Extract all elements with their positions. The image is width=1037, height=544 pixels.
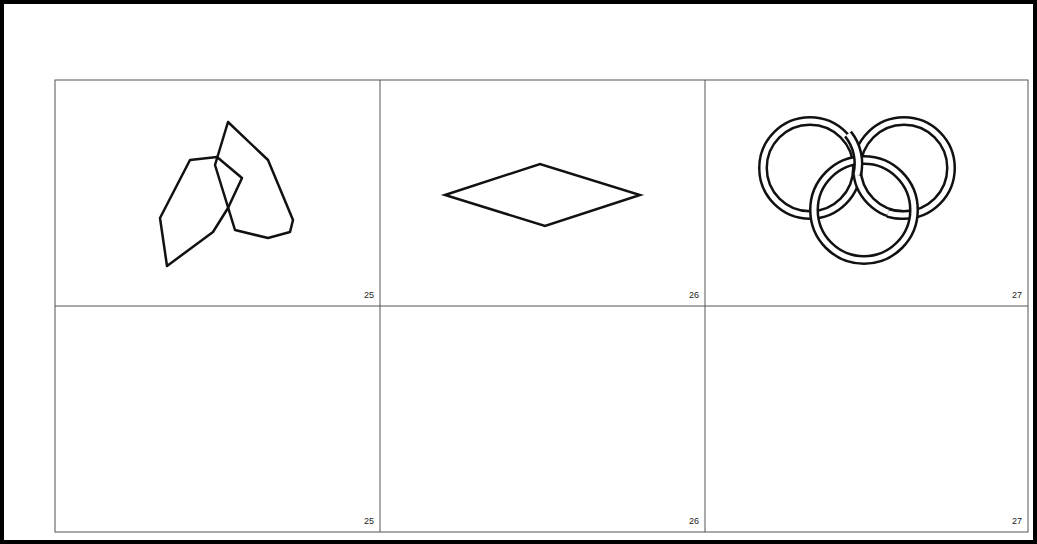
overlapping-polygons: [160, 122, 293, 266]
rhombus: [445, 164, 640, 226]
cell-number: 26: [689, 517, 699, 526]
cell-number: 27: [1012, 517, 1022, 526]
cell-number: 25: [364, 291, 374, 300]
interlocking-rings: [763, 121, 951, 260]
grid: [55, 80, 1028, 532]
cell-number: 27: [1012, 291, 1022, 300]
cell-number: 26: [689, 291, 699, 300]
cell-number: 25: [364, 517, 374, 526]
